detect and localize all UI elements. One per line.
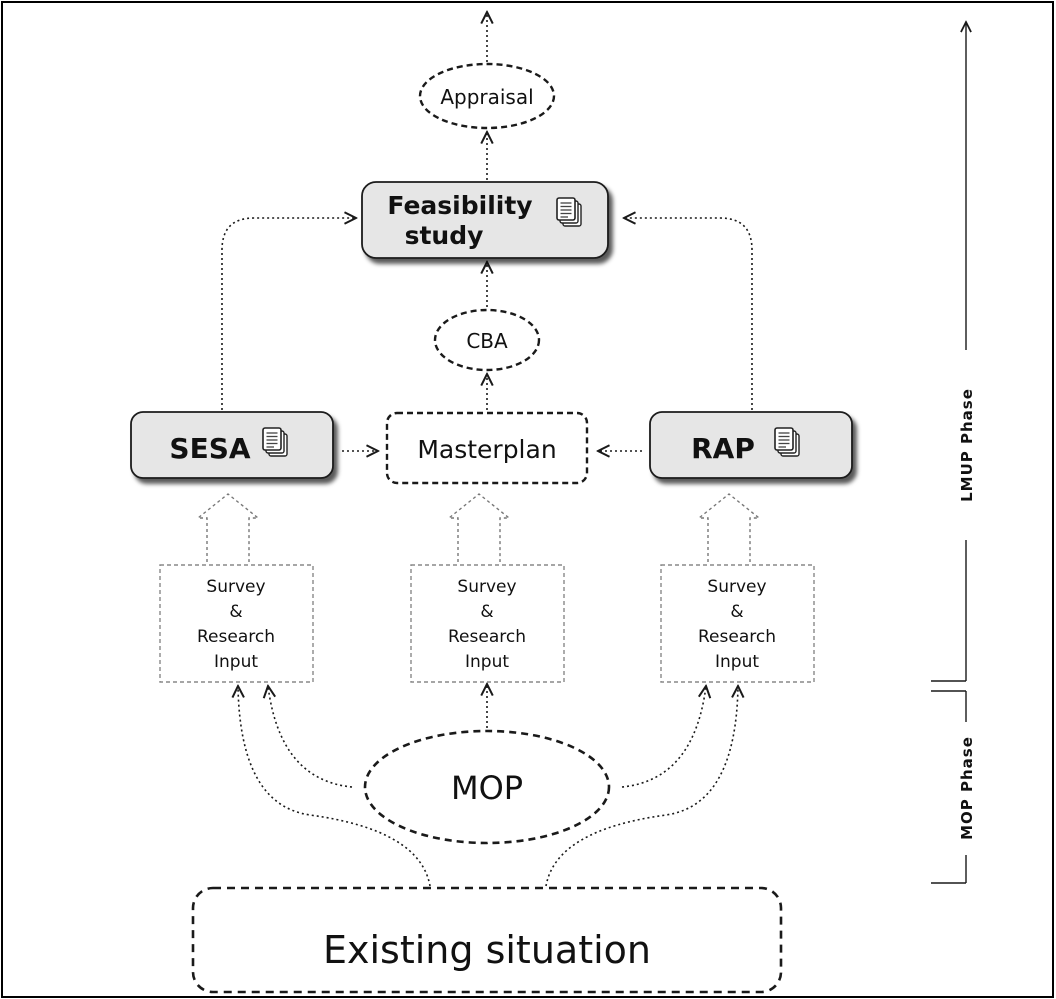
mop-label: MOP bbox=[451, 769, 523, 807]
existing-situation-node: Existing situation bbox=[191, 886, 783, 994]
cba-label: CBA bbox=[466, 329, 508, 353]
sesa-label: SESA bbox=[169, 432, 250, 465]
arrow-existing-survey-left bbox=[238, 686, 431, 887]
survey-box-left: Survey & Research Input bbox=[159, 564, 314, 683]
feasibility-label-line2: study bbox=[405, 221, 484, 250]
survey-left-line1: Survey bbox=[206, 577, 265, 597]
mop-phase-indicator bbox=[931, 690, 967, 884]
arrow-rap-feasibility bbox=[624, 218, 753, 410]
block-arrow-left bbox=[196, 493, 260, 562]
appraisal-node: Appraisal bbox=[418, 62, 556, 130]
masterplan-label: Masterplan bbox=[417, 435, 556, 464]
survey-right-line3: Research bbox=[698, 627, 776, 647]
arrow-sesa-feasibility bbox=[221, 218, 356, 410]
survey-left-line4: Input bbox=[214, 652, 258, 672]
survey-box-middle: Survey & Research Input bbox=[410, 564, 565, 683]
survey-right-line4: Input bbox=[715, 652, 759, 672]
document-stack-icon bbox=[262, 427, 288, 457]
arrow-mop-survey-right-inner bbox=[621, 686, 706, 788]
lmup-phase-label: LMUP Phase bbox=[958, 388, 976, 502]
mop-node: MOP bbox=[363, 729, 611, 845]
document-stack-icon bbox=[774, 427, 800, 457]
survey-right-line1: Survey bbox=[707, 577, 766, 597]
survey-middle-line4: Input bbox=[465, 652, 509, 672]
appraisal-label: Appraisal bbox=[440, 85, 533, 109]
rap-label: RAP bbox=[691, 432, 755, 465]
masterplan-node: Masterplan bbox=[385, 411, 589, 485]
input-arrows bbox=[196, 493, 761, 562]
sesa-node: SESA bbox=[130, 411, 334, 479]
connectors bbox=[221, 12, 753, 887]
existing-label: Existing situation bbox=[323, 928, 651, 972]
rap-node: RAP bbox=[649, 411, 853, 479]
document-stack-icon bbox=[556, 197, 582, 227]
arrow-mop-survey-left-inner bbox=[268, 686, 353, 788]
block-arrow-middle bbox=[447, 493, 511, 562]
feasibility-node: Feasibility study bbox=[361, 181, 609, 259]
mop-phase-label: MOP Phase bbox=[958, 736, 976, 840]
feasibility-label-line1: Feasibility bbox=[387, 191, 532, 220]
survey-left-line3: Research bbox=[197, 627, 275, 647]
survey-left-line2: & bbox=[229, 602, 242, 622]
survey-box-right: Survey & Research Input bbox=[660, 564, 815, 683]
survey-right-line2: & bbox=[730, 602, 743, 622]
survey-middle-line1: Survey bbox=[457, 577, 516, 597]
block-arrow-right bbox=[697, 493, 761, 562]
survey-middle-line3: Research bbox=[448, 627, 526, 647]
survey-middle-line2: & bbox=[480, 602, 493, 622]
lmup-phase-indicator bbox=[931, 22, 966, 682]
cba-node: CBA bbox=[433, 308, 541, 372]
arrow-existing-survey-right bbox=[545, 686, 738, 887]
